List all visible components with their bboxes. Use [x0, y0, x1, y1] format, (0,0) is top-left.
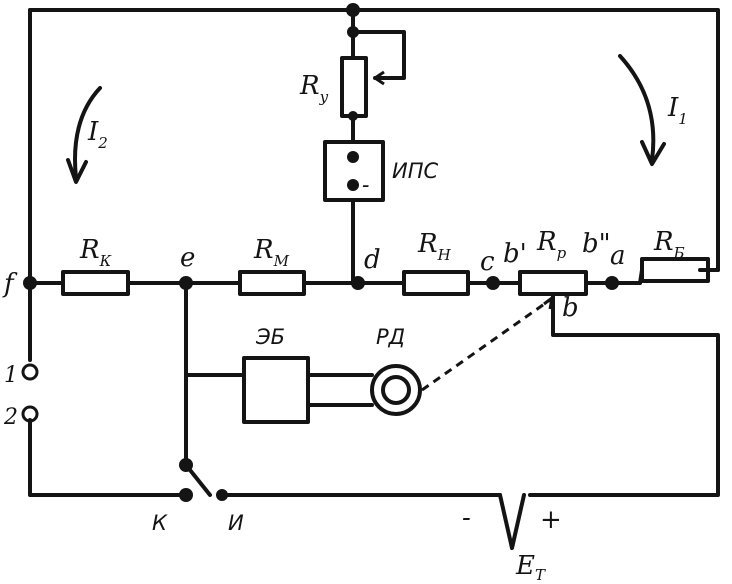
rp-slider-arrow	[543, 296, 554, 310]
label-i2: I2	[87, 117, 108, 152]
label-node-f: f	[2, 269, 18, 299]
resistor-rm	[238, 270, 306, 296]
label-ips: ИПС	[392, 159, 439, 183]
terminal-2	[21, 405, 39, 423]
label-node-d: d	[364, 245, 381, 275]
resistor-rp	[518, 270, 588, 296]
eb-box	[242, 356, 310, 424]
node-dot-ry-bottom	[348, 111, 358, 121]
label-i1: I1	[667, 93, 688, 128]
node-dot-e	[179, 276, 193, 290]
node-dot-f	[23, 276, 37, 290]
wire-eb-rd	[306, 373, 374, 407]
label-ips-minus: -	[362, 173, 369, 198]
ips-box	[323, 140, 385, 202]
label-battery-e: ET	[515, 551, 546, 584]
label-node-b2: b"	[582, 229, 611, 259]
node-dot-switch-k	[179, 488, 193, 502]
resistor-rk	[61, 270, 130, 296]
label-rp: Rр	[536, 227, 567, 262]
label-terminal-2: 2	[3, 405, 18, 430]
node-dot-switch-i	[216, 489, 228, 501]
wire-b-battery	[528, 294, 720, 497]
label-eb: ЭБ	[255, 325, 285, 349]
current-i1-arrowhead	[640, 140, 666, 166]
label-rm: RМ	[253, 235, 290, 270]
node-dot-ips-top	[347, 151, 359, 163]
node-dot-top	[346, 3, 360, 17]
wire-ry-bypass	[351, 30, 406, 80]
node-dot-switch-top	[179, 458, 193, 472]
resistor-rb	[640, 257, 710, 283]
current-i2-arrowhead	[66, 158, 88, 184]
label-node-b: b	[562, 293, 579, 323]
label-rb: RБ	[653, 227, 685, 262]
node-dot-d	[351, 276, 365, 290]
label-terminal-1: 1	[4, 363, 18, 388]
label-ry: Rу	[299, 71, 329, 106]
wire-top	[28, 8, 720, 272]
label-rd: РД	[376, 325, 405, 349]
current-i1-arrow	[618, 54, 656, 162]
label-battery-plus: +	[540, 505, 562, 535]
node-dot-a	[605, 276, 619, 290]
resistor-rn	[402, 270, 470, 296]
wire-bottom	[28, 418, 502, 497]
label-node-b1: b'	[503, 239, 527, 269]
label-rn: RН	[417, 229, 452, 264]
terminal-1	[21, 363, 39, 381]
rd-inner-ring	[381, 375, 411, 405]
label-node-c: c	[480, 247, 495, 277]
label-switch-i: И	[228, 511, 244, 535]
battery-symbol	[498, 493, 526, 550]
label-battery-minus: -	[462, 503, 471, 533]
ry-slider-arrow	[374, 70, 385, 86]
resistor-ry	[340, 56, 368, 118]
node-dot-ips-bottom	[347, 179, 359, 191]
label-rk: RК	[79, 235, 112, 270]
label-node-e: e	[180, 243, 195, 273]
node-dot-ry-top	[347, 26, 359, 38]
current-i2-arrow	[73, 86, 102, 180]
rd-outer-ring	[370, 364, 422, 416]
node-dot-c	[486, 276, 500, 290]
label-node-a: a	[610, 241, 626, 271]
label-switch-k: К	[152, 511, 168, 535]
rd-link-dashed	[421, 298, 551, 392]
